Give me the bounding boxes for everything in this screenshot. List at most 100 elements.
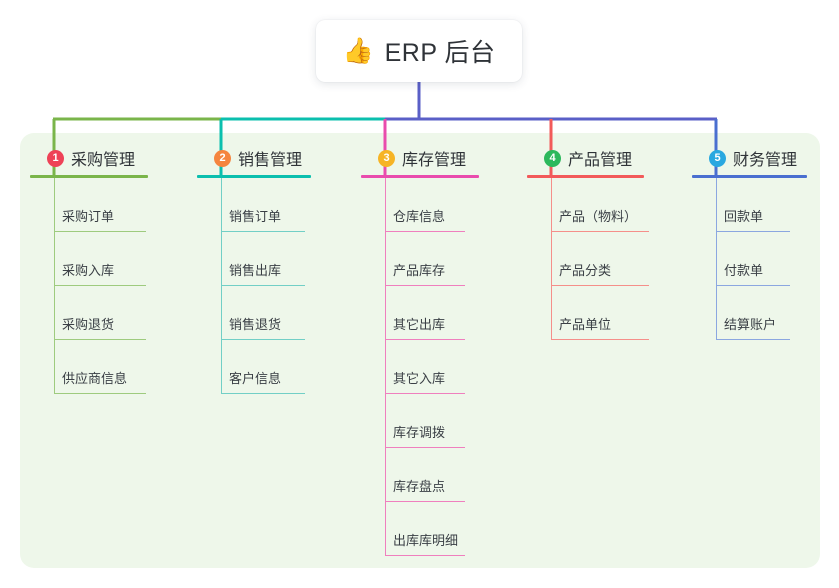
column-header-5[interactable]: 5 财务管理 (692, 146, 807, 170)
leaf-item-rule (221, 285, 305, 286)
leaf-item-label: 销售退货 (229, 317, 282, 332)
leaf-item[interactable]: 销售出库 (197, 232, 311, 286)
leaf-list-1: 采购订单采购入库采购退货供应商信息 (30, 178, 148, 394)
leaf-item-rule (385, 447, 465, 448)
leaf-item-rule (551, 285, 649, 286)
leaf-item-rule (716, 285, 790, 286)
column-rule-2 (197, 175, 311, 178)
leaf-item[interactable]: 产品（物料） (527, 178, 649, 232)
leaf-item[interactable]: 结算账户 (692, 286, 807, 340)
leaf-item-rule (385, 231, 465, 232)
column-rule-3 (361, 175, 479, 178)
leaf-item-rule (54, 393, 146, 394)
leaf-item-rule (54, 285, 146, 286)
leaf-item[interactable]: 仓库信息 (361, 178, 479, 232)
column-badge-5: 5 (709, 149, 726, 167)
leaf-item-label: 产品分类 (559, 263, 612, 278)
leaf-item-rule (54, 339, 146, 340)
leaf-item-rule (221, 339, 305, 340)
column-2: 2 销售管理销售订单销售出库销售退货客户信息 (197, 146, 311, 394)
columns-background-panel (20, 133, 820, 568)
column-rule-1 (30, 175, 148, 178)
column-title-4: 产品管理 (568, 152, 633, 169)
leaf-item-label: 出库库明细 (393, 533, 459, 548)
column-header-1[interactable]: 1 采购管理 (30, 146, 148, 170)
leaf-item[interactable]: 产品分类 (527, 232, 649, 286)
leaf-item-label: 采购订单 (62, 209, 115, 224)
leaf-spine-2 (221, 178, 222, 394)
leaf-item-rule (221, 231, 305, 232)
leaf-list-4: 产品（物料） 产品分类产品单位 (527, 178, 649, 340)
leaf-item[interactable]: 出库库明细 (361, 502, 479, 556)
leaf-item-rule (716, 231, 790, 232)
column-title-5: 财务管理 (733, 152, 798, 169)
leaf-spine-4 (551, 178, 552, 340)
leaf-item-label: 其它出库 (393, 317, 446, 332)
leaf-item-label: 回款单 (724, 209, 764, 224)
leaf-item[interactable]: 销售订单 (197, 178, 311, 232)
leaf-item-rule (385, 555, 465, 556)
leaf-item-label: 采购入库 (62, 263, 115, 278)
leaf-item-label: 供应商信息 (62, 371, 128, 386)
column-title-1: 采购管理 (71, 152, 136, 169)
leaf-item-label: 销售出库 (229, 263, 282, 278)
leaf-item-rule (385, 339, 465, 340)
column-badge-4: 4 (544, 149, 561, 167)
column-rule-4 (527, 175, 644, 178)
column-badge-3: 3 (378, 149, 395, 167)
leaf-item[interactable]: 客户信息 (197, 340, 311, 394)
column-1: 1 采购管理采购订单采购入库采购退货供应商信息 (30, 146, 148, 394)
leaf-item-label: 客户信息 (229, 371, 282, 386)
page-title: ERP 后台 (384, 39, 496, 67)
leaf-item-label: 产品单位 (559, 317, 612, 332)
column-header-2[interactable]: 2 销售管理 (197, 146, 311, 170)
leaf-item-rule (551, 339, 649, 340)
root-title-inner: 👍 ERP 后台 (342, 33, 495, 69)
leaf-spine-1 (54, 178, 55, 394)
leaf-spine-5 (716, 178, 717, 340)
leaf-list-3: 仓库信息产品库存其它出库其它入库库存调拨库存盘点出库库明细 (361, 178, 479, 556)
leaf-item[interactable]: 采购入库 (30, 232, 148, 286)
leaf-item-label: 产品库存 (393, 263, 446, 278)
leaf-item[interactable]: 其它出库 (361, 286, 479, 340)
leaf-item[interactable]: 其它入库 (361, 340, 479, 394)
leaf-list-5: 回款单付款单结算账户 (692, 178, 807, 340)
leaf-item-rule (221, 393, 305, 394)
column-title-2: 销售管理 (238, 152, 303, 169)
root-title-card[interactable]: 👍 ERP 后台 (316, 20, 522, 82)
leaf-item[interactable]: 供应商信息 (30, 340, 148, 394)
leaf-list-2: 销售订单销售出库销售退货客户信息 (197, 178, 311, 394)
leaf-item-rule (385, 285, 465, 286)
leaf-item-label: 付款单 (724, 263, 764, 278)
leaf-item[interactable]: 销售退货 (197, 286, 311, 340)
leaf-item[interactable]: 产品单位 (527, 286, 649, 340)
leaf-item-label: 其它入库 (393, 371, 446, 386)
column-rule-5 (692, 175, 807, 178)
leaf-item-label: 库存调拨 (393, 425, 446, 440)
leaf-item[interactable]: 采购订单 (30, 178, 148, 232)
leaf-item[interactable]: 库存盘点 (361, 448, 479, 502)
leaf-item[interactable]: 库存调拨 (361, 394, 479, 448)
leaf-item-rule (385, 501, 465, 502)
leaf-item-rule (385, 393, 465, 394)
leaf-item-label: 仓库信息 (393, 209, 446, 224)
column-badge-1: 1 (47, 149, 64, 167)
leaf-item[interactable]: 采购退货 (30, 286, 148, 340)
leaf-item[interactable]: 付款单 (692, 232, 807, 286)
leaf-item-label: 结算账户 (724, 317, 777, 332)
leaf-item[interactable]: 回款单 (692, 178, 807, 232)
column-title-3: 库存管理 (402, 152, 467, 169)
column-4: 4 产品管理产品（物料） 产品分类产品单位 (527, 146, 649, 340)
column-badge-2: 2 (214, 149, 231, 167)
leaf-item-label: 采购退货 (62, 317, 115, 332)
leaf-item[interactable]: 产品库存 (361, 232, 479, 286)
leaf-item-rule (716, 339, 790, 340)
thumbs-up-icon: 👍 (342, 36, 374, 65)
leaf-item-label: 产品（物料） (559, 209, 638, 224)
column-header-4[interactable]: 4 产品管理 (527, 146, 644, 170)
column-5: 5 财务管理回款单付款单结算账户 (692, 146, 807, 340)
leaf-spine-3 (385, 178, 386, 556)
column-header-3[interactable]: 3 库存管理 (361, 146, 479, 170)
column-3: 3 库存管理仓库信息产品库存其它出库其它入库库存调拨库存盘点出库库明细 (361, 146, 479, 556)
